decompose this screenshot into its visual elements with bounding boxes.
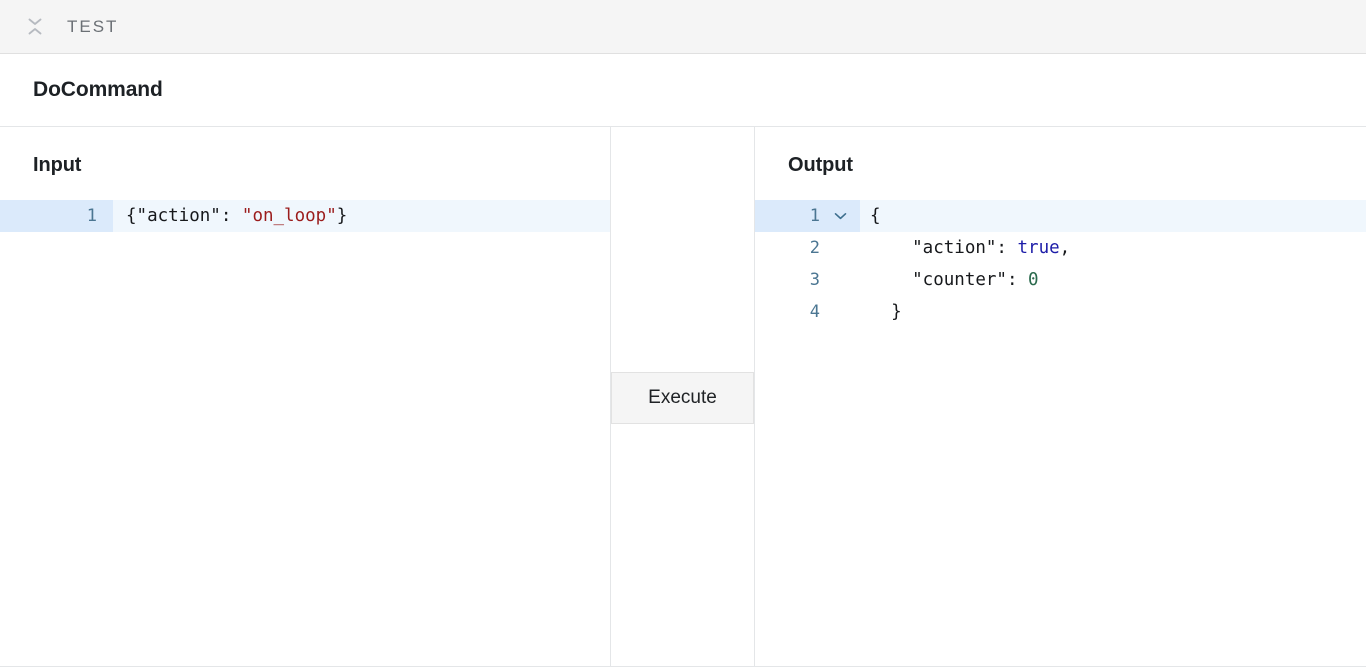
code-token-number: 0 (1028, 270, 1039, 290)
code-line-text: { (860, 200, 1366, 232)
code-line[interactable]: 1{ (755, 200, 1366, 232)
code-line[interactable]: 4 } (755, 296, 1366, 328)
line-number: 1 (809, 206, 820, 226)
code-token-plain: "action": (870, 238, 1018, 258)
code-line[interactable]: 1 {"action": "on_loop"} (0, 200, 610, 232)
execute-pane: Execute (610, 127, 755, 666)
execute-button[interactable]: Execute (611, 372, 754, 424)
collapse-chevrons-icon[interactable] (24, 15, 46, 39)
output-heading: Output (788, 154, 853, 176)
input-pane: Input 1 {"action": "on_loop"} (0, 127, 610, 666)
line-number-gutter: 4 (755, 296, 860, 328)
code-line-text: {"action": "on_loop"} (113, 200, 610, 232)
command-header: DoCommand (0, 54, 1366, 127)
line-number-gutter: 2 (755, 232, 860, 264)
input-heading: Input (33, 154, 82, 176)
code-token-string: "on_loop" (241, 206, 337, 226)
line-number-gutter: 1 (755, 200, 860, 232)
code-token-plain: {"action": (126, 206, 242, 226)
code-line-text: "action": true, (860, 232, 1366, 264)
line-number: 2 (809, 238, 820, 258)
output-pane: Output 1{2 "action": true,3 "counter": 0… (755, 127, 1366, 666)
line-number: 1 (86, 206, 97, 226)
code-line-text: } (860, 296, 1366, 328)
code-line-text: "counter": 0 (860, 264, 1366, 296)
line-number-gutter: 1 (0, 200, 113, 232)
code-token-bool: true (1017, 238, 1060, 258)
code-token-plain: } (870, 302, 902, 322)
code-line[interactable]: 3 "counter": 0 (755, 264, 1366, 296)
line-number: 3 (809, 270, 820, 290)
code-token-plain: } (336, 206, 348, 226)
code-token-plain: , (1059, 238, 1071, 258)
input-code-editor[interactable]: 1 {"action": "on_loop"} (0, 200, 610, 232)
line-number: 4 (809, 302, 820, 322)
code-line[interactable]: 2 "action": true, (755, 232, 1366, 264)
test-panel-topbar: TEST (0, 0, 1366, 54)
line-number-gutter: 3 (755, 264, 860, 296)
page-title: DoCommand (33, 78, 163, 101)
test-panel-label: TEST (67, 16, 119, 36)
chevron-down-icon[interactable] (820, 212, 860, 220)
code-token-plain: "counter": (870, 270, 1029, 290)
code-token-plain: { (870, 206, 881, 226)
editor-panes: Input 1{"action": "on_loop"} Execute Out… (0, 127, 1366, 667)
